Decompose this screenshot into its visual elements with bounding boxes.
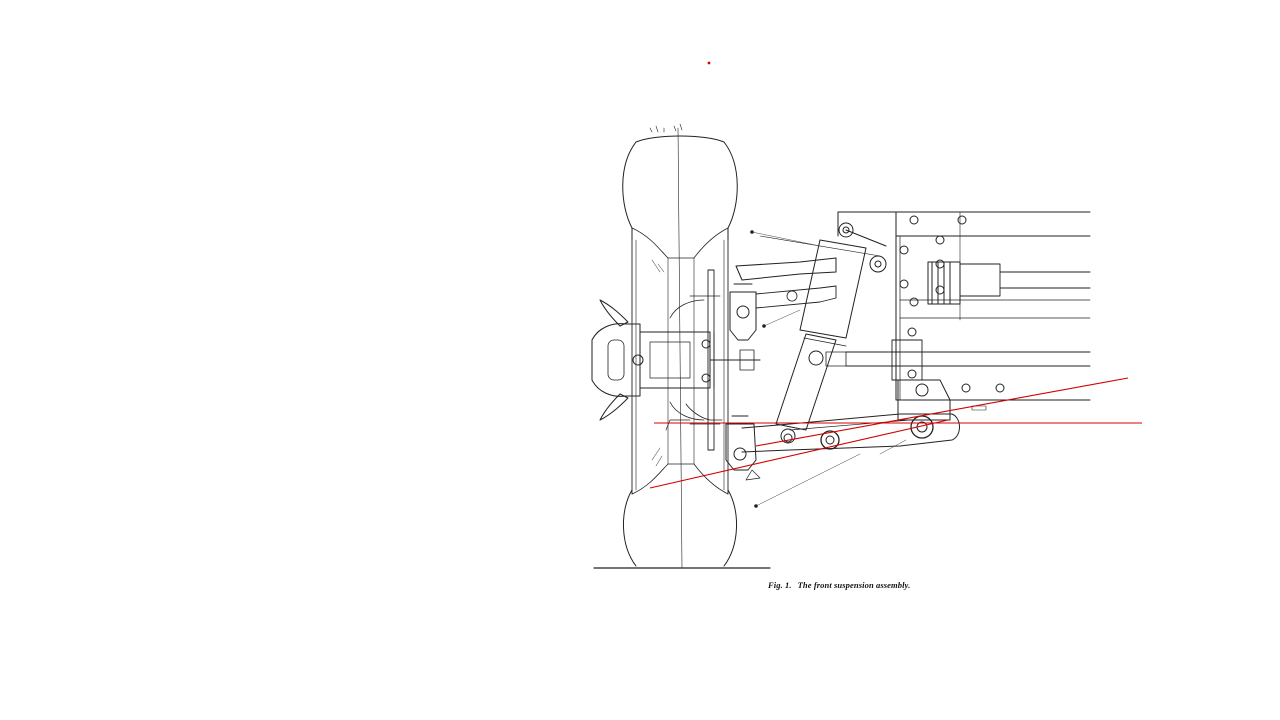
damper-upper-body xyxy=(799,239,867,339)
construction-line-lower-arm xyxy=(649,419,949,489)
figure-caption: Fig. 1. The front suspension assembly. xyxy=(768,580,910,590)
upper-wishbone xyxy=(735,257,837,281)
hub-nut-1 xyxy=(632,354,644,366)
wheel-centreline xyxy=(677,127,683,569)
steering-rack-bellows xyxy=(927,261,961,305)
figure-number: Fig. 1. xyxy=(768,580,792,590)
spinner-ear-upper xyxy=(599,299,629,327)
damper-bottom-mount xyxy=(780,428,796,444)
lower-wishbone xyxy=(741,413,960,453)
tyre-lower xyxy=(623,489,737,567)
hub-body xyxy=(639,331,711,389)
damper-top-mount xyxy=(838,222,854,238)
brake-disc xyxy=(707,269,715,451)
construction-lines xyxy=(649,377,1142,489)
tyre-lower-inner xyxy=(631,463,729,495)
spinner-ear-lower xyxy=(599,393,629,421)
tyre-upper xyxy=(622,135,738,241)
tyre-upper-inner xyxy=(631,227,729,259)
hub-cap xyxy=(591,323,641,397)
lower-ball-joint xyxy=(725,423,757,471)
chassis-frame xyxy=(837,211,1091,401)
figure-caption-text: The front suspension assembly. xyxy=(797,580,911,590)
red-marker-dot xyxy=(707,61,711,65)
construction-line-upper-arm xyxy=(755,377,1129,447)
upper-ball-joint xyxy=(729,291,757,341)
damper-lower-body xyxy=(775,333,837,431)
